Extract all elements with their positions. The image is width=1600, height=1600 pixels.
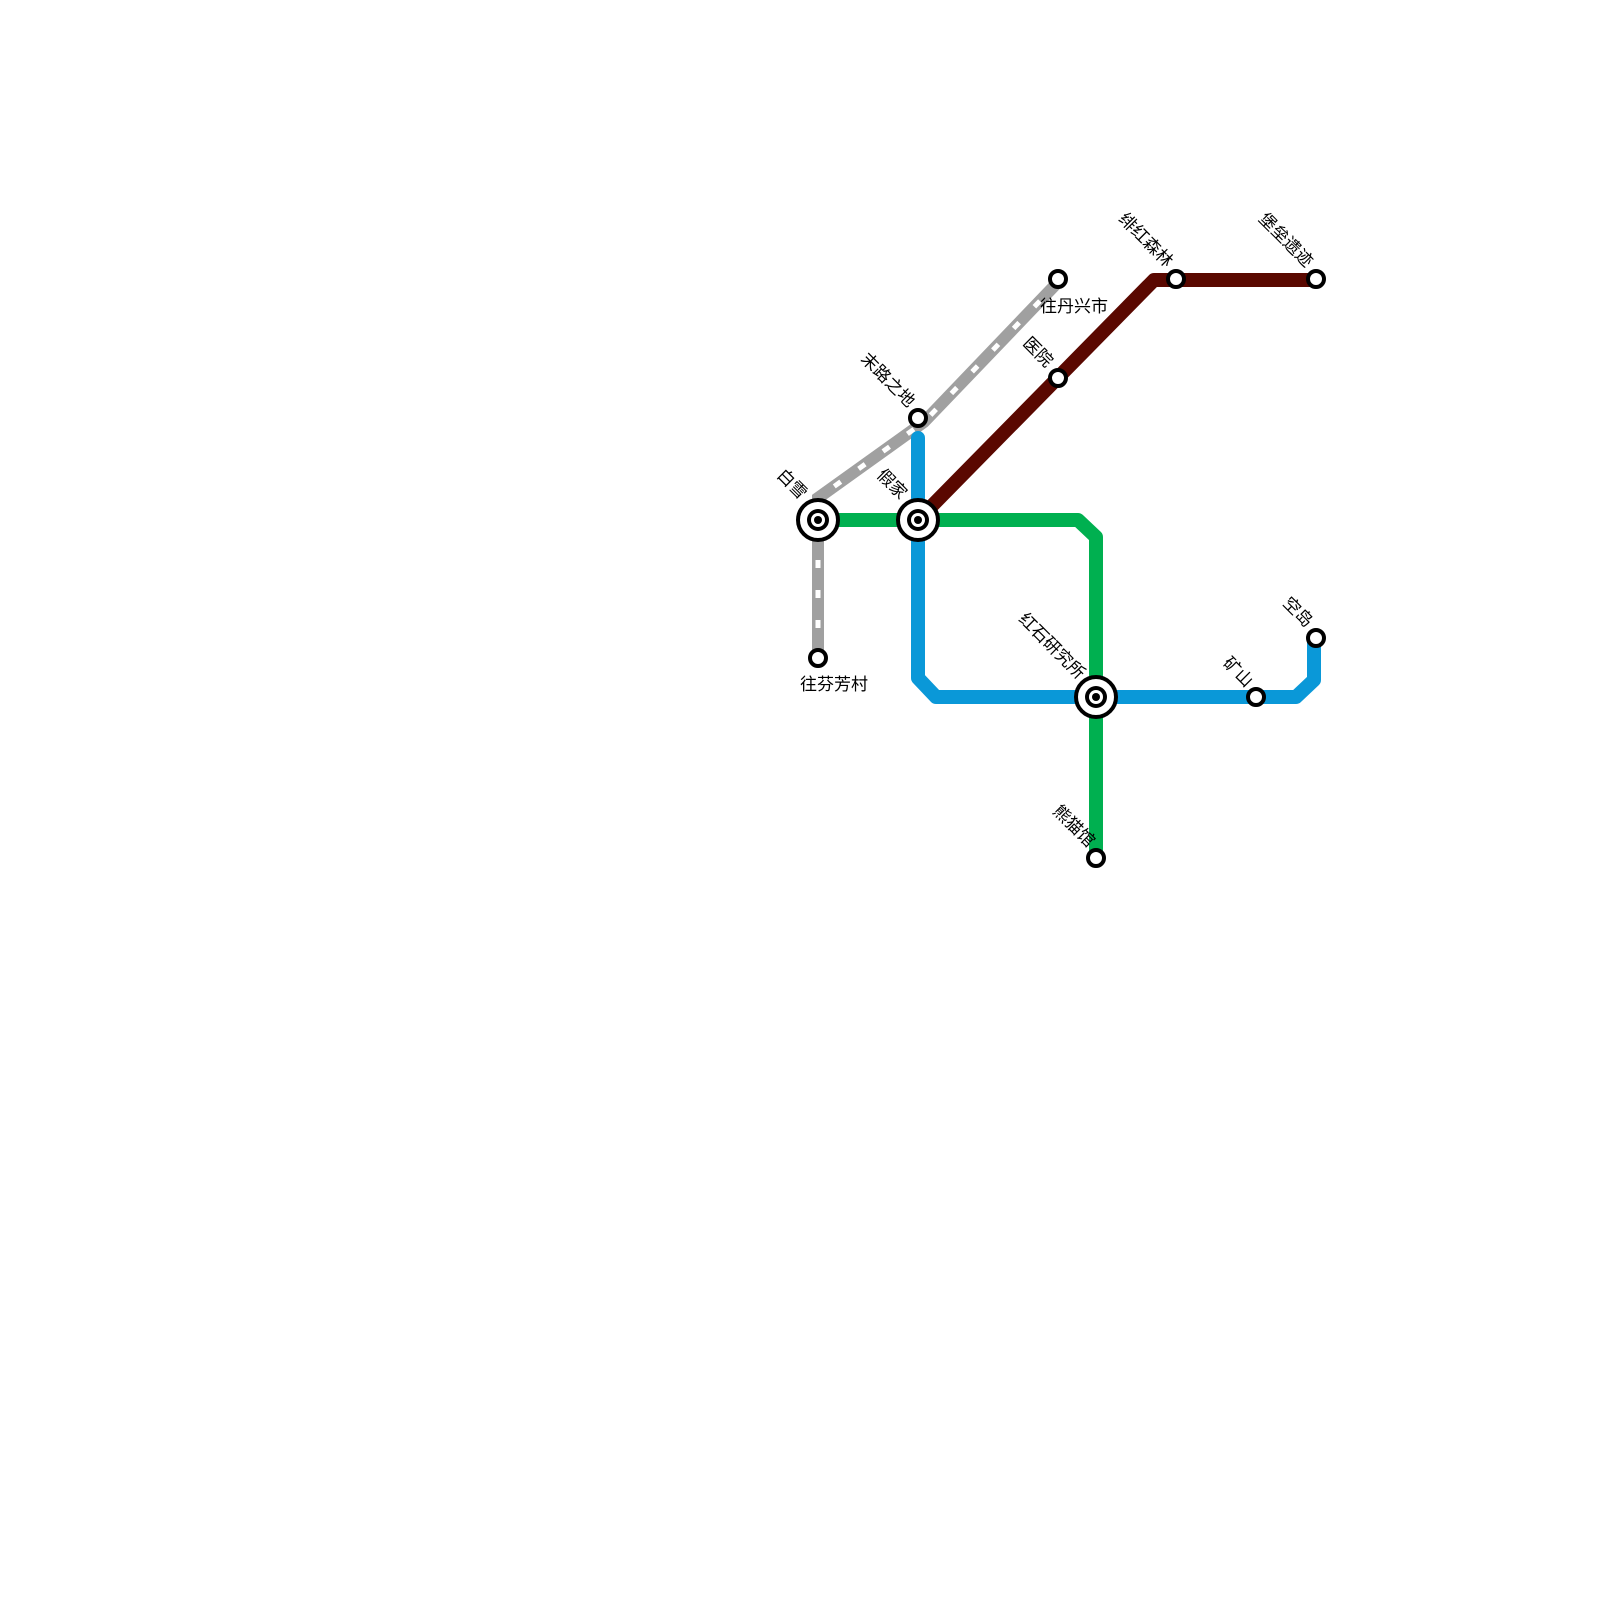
label-feihong: 绯红森林 (1114, 209, 1176, 271)
station-kongdao[interactable] (1306, 628, 1326, 648)
blue-line (911, 431, 1321, 704)
station-baixue[interactable] (796, 498, 840, 542)
label-jiajia: 假家 (872, 465, 910, 503)
dark-red-line (913, 273, 1314, 525)
label-yiyuan: 医院 (1018, 333, 1056, 371)
label-kongdao: 空岛 (1278, 593, 1316, 631)
label-hongshi: 红石研究所 (1014, 609, 1088, 683)
station-molu[interactable] (908, 408, 928, 428)
label-fenfang: 往芬芳村 (800, 675, 868, 695)
station-yiyuan[interactable] (1048, 368, 1068, 388)
label-baixue: 白雪 (772, 465, 810, 503)
terminus-fenfang[interactable] (808, 648, 828, 668)
station-baolei[interactable] (1306, 269, 1326, 289)
grey-line (812, 275, 1065, 658)
label-danxing: 往丹兴市 (1040, 297, 1108, 317)
label-molu: 末路之地 (856, 349, 918, 411)
label-kuangshan: 矿山 (1218, 653, 1256, 691)
station-jiajia[interactable] (896, 498, 940, 542)
terminus-danxing[interactable] (1048, 269, 1068, 289)
station-xiongmao[interactable] (1086, 848, 1106, 868)
station-kuangshan[interactable] (1246, 687, 1266, 707)
station-feihong[interactable] (1166, 269, 1186, 289)
station-hongshi[interactable] (1074, 675, 1118, 719)
label-baolei: 堡垒遗迹 (1254, 209, 1316, 271)
